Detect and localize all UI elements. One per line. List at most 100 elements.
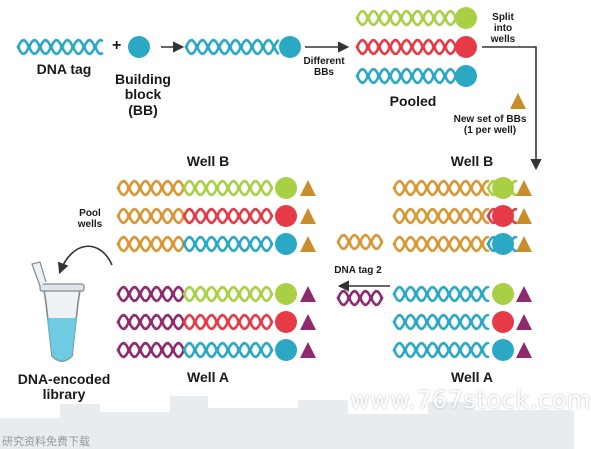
- skyline-building: [60, 404, 100, 449]
- strand: [336, 233, 384, 251]
- tube-lid: [31, 261, 47, 287]
- skyline-building: [100, 412, 170, 449]
- well-a-right-label: Well A: [450, 369, 493, 385]
- building-block-circle: [275, 311, 297, 333]
- building-block-circle: [275, 339, 297, 361]
- strand: [392, 341, 490, 359]
- well-b-right-tag: [392, 179, 490, 197]
- new-set-bbs-label: New set of BBs (1 per well): [453, 114, 527, 136]
- well-a-right-tag: [392, 285, 490, 303]
- diagram-canvas: [0, 7, 574, 449]
- skyline-building: [170, 396, 208, 449]
- strand: [116, 285, 186, 303]
- pooled-label: Pooled: [389, 93, 437, 109]
- well-a-left-tag1: [182, 313, 274, 331]
- skyline-building: [298, 400, 348, 449]
- building-block-circle: [492, 311, 514, 333]
- pool-wells-arrow: [57, 245, 113, 275]
- well-b-right-tag: [392, 235, 490, 253]
- dna-tag-2-label: DNA tag 2: [334, 265, 382, 276]
- building-block-circle: [492, 233, 514, 255]
- strand: [184, 38, 280, 56]
- dna-tag-2-purple: [336, 289, 384, 307]
- strand: [355, 9, 458, 27]
- strand: [116, 235, 186, 253]
- strand: [392, 207, 490, 225]
- building-block-circle: [275, 177, 297, 199]
- dna-tag-label: DNA tag: [36, 61, 92, 77]
- strand: [116, 341, 186, 359]
- watermark-url: www.767stock.com: [350, 386, 591, 414]
- plus-sign: +: [112, 37, 122, 54]
- building-block-circle: [275, 283, 297, 305]
- strand: [392, 285, 490, 303]
- dna-tag-helix: [16, 38, 104, 56]
- building-block-triangle: [516, 314, 532, 330]
- strand: [355, 67, 458, 85]
- well-a-left-tag1: [182, 341, 274, 359]
- tube-liquid: [47, 318, 77, 361]
- pooled-helix-green: [355, 9, 458, 27]
- dna-tag-2-orange: [336, 233, 384, 251]
- building-blocks: [128, 7, 532, 361]
- well-a-left-label: Well A: [186, 369, 229, 385]
- building-block-triangle: [516, 286, 532, 302]
- skyline-background: [0, 396, 574, 449]
- strand: [182, 207, 274, 225]
- strand: [355, 38, 458, 56]
- well-a-left-tag2: [116, 341, 186, 359]
- strand: [392, 179, 490, 197]
- building-block-circle: [279, 36, 301, 58]
- building-block-circle: [492, 205, 514, 227]
- skyline-building: [428, 402, 474, 449]
- dna-helices: [16, 9, 518, 359]
- strand: [392, 313, 490, 331]
- pooled-helix-teal: [355, 67, 458, 85]
- well-a-right-tag: [392, 313, 490, 331]
- building-block-circle: [275, 233, 297, 255]
- building-block-circle: [455, 65, 477, 87]
- pool-wells-label: Pool wells: [77, 208, 103, 230]
- strand: [392, 235, 490, 253]
- strand: [182, 235, 274, 253]
- split-arrow: [482, 46, 542, 171]
- tube-rim: [39, 283, 85, 292]
- strand: [16, 38, 104, 56]
- building-block-circle: [455, 7, 477, 29]
- strand: [116, 179, 186, 197]
- building-block-triangle: [300, 342, 316, 358]
- strand: [182, 313, 274, 331]
- skyline-building: [208, 408, 298, 449]
- watermark-chinese: 研究资料免费下载: [2, 435, 90, 448]
- strand: [116, 313, 186, 331]
- strand: [355, 38, 458, 56]
- well-a-left-tag1: [182, 285, 274, 303]
- strand: [355, 67, 458, 85]
- strand: [392, 235, 490, 253]
- strand: [336, 289, 384, 307]
- well-a-left-tag2: [116, 285, 186, 303]
- building-block-triangle: [300, 236, 316, 252]
- well-b-left-tag1: [182, 235, 274, 253]
- well-b-left-tag2: [116, 179, 186, 197]
- skyline-building: [474, 410, 574, 449]
- strand: [392, 207, 490, 225]
- different-bbs-label: Different BBs: [303, 56, 345, 78]
- building-block-circle: [492, 283, 514, 305]
- strand: [392, 341, 490, 359]
- well-b-left-tag1: [182, 179, 274, 197]
- well-b-left-tag2: [116, 207, 186, 225]
- well-b-left-label: Well B: [186, 153, 230, 169]
- building-block-triangle: [516, 342, 532, 358]
- dna-encoded-library-label: DNA-encoded library: [17, 371, 111, 403]
- building-block-circle: [492, 177, 514, 199]
- strand: [392, 313, 490, 331]
- building-block-triangle: [510, 93, 526, 109]
- building-block-circle: [275, 205, 297, 227]
- building-block-circle: [128, 36, 150, 58]
- building-block-triangle: [300, 314, 316, 330]
- building-block-circle: [492, 339, 514, 361]
- well-b-left-tag1: [182, 207, 274, 225]
- split-into-wells-label: Split into wells: [490, 12, 516, 45]
- building-block-circle: [455, 36, 477, 58]
